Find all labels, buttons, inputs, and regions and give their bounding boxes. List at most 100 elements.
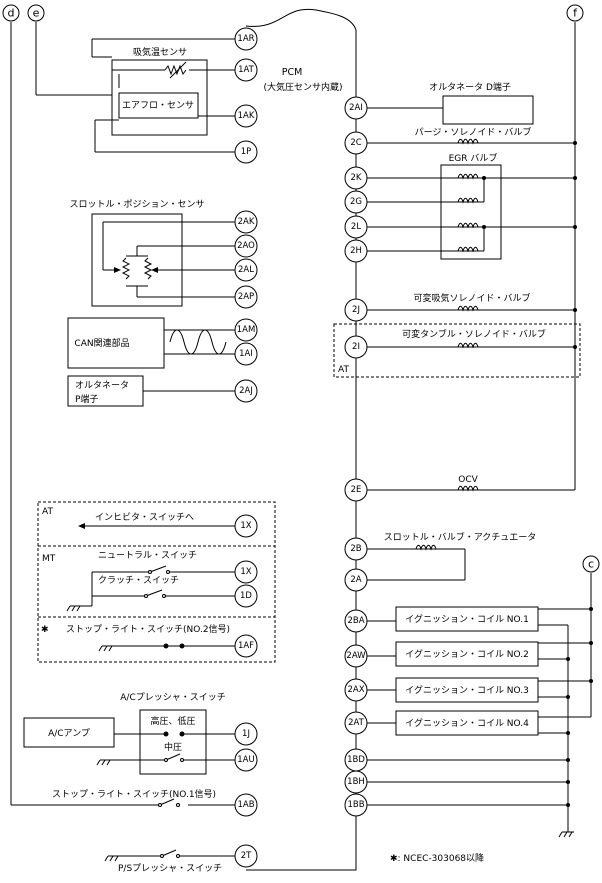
right-pin-label: 2AI [349, 103, 363, 113]
right-pin-label: 2C [350, 138, 361, 148]
right-pin-2i-7: 2I [344, 335, 368, 359]
ignition-coil-4-label: イグニッション・コイル NO.4 [405, 717, 529, 729]
connector-f-wire [356, 22, 576, 491]
variable-tumble-solenoid-label: 可変タンブル・ソレノイド・バルブ [402, 328, 546, 340]
svg-text:f: f [573, 7, 578, 20]
connector-e: e [27, 4, 45, 22]
neutral-switch-label: ニュートラル・スイッチ [98, 550, 197, 561]
variable-intake-solenoid-label: 可変吸気ソレノイド・バルブ [413, 292, 530, 304]
right-pin-2at-14: 2AT [344, 711, 368, 735]
at-label-right: AT [338, 365, 349, 375]
ignition-coil-3 [395, 677, 539, 703]
right-pin-label: 1BD [347, 755, 365, 765]
ocv-label: OCV [458, 475, 478, 485]
connector-c-wire [538, 573, 593, 718]
left-pin-2ap-7: 2AP [234, 285, 258, 309]
ps-pressure-switch [104, 849, 246, 862]
right-pin-2j-6: 2J [344, 298, 368, 322]
svg-text:c: c [588, 558, 594, 571]
right-pin-2ba-11: 2BA [344, 609, 368, 633]
left-pin-1ab-17: 1AB [234, 793, 258, 817]
right-pin-label: 2K [351, 173, 362, 183]
left-pin-label: 1AR [237, 34, 254, 44]
right-pin-2l-4: 2L [344, 215, 368, 239]
right-pin-2e-8: 2E [344, 478, 368, 502]
right-pin-label: 2G [350, 197, 362, 207]
left-pin-label: 2AP [238, 292, 254, 302]
left-pin-label: 1X [240, 567, 251, 577]
left-pin-label: 1AI [239, 349, 253, 359]
ac-amp-label: A/Cアンプ [48, 728, 90, 739]
right-pin-2a-10: 2A [344, 568, 368, 592]
left-pin-1d-13: 1D [234, 584, 258, 608]
inhibitor-switch-label: インヒビタ・スイッチへ [95, 512, 194, 523]
right-pin-2c-1: 2C [344, 131, 368, 155]
right-pin-label: 2AX [347, 685, 364, 695]
purge-solenoid-wire [356, 138, 577, 145]
left-pin-1p-3: 1P [234, 140, 258, 164]
throttle-actuator-label: スロットル・バルブ・アクチュエータ [384, 531, 537, 543]
left-pin-label: 2AK [238, 217, 255, 227]
left-pin-1ar-0: 1AR [234, 27, 258, 51]
can-parts-label: CAN関連部品 [74, 337, 129, 349]
mid-pressure-label: 中圧 [164, 741, 182, 753]
left-pin-label: 2AL [238, 265, 254, 275]
right-pin-2b-9: 2B [344, 537, 368, 561]
right-pin-1bd-15: 1BD [344, 748, 368, 772]
right-pin-label: 2H [350, 246, 362, 256]
stop-light-switch-no1 [158, 798, 180, 807]
ignition-coil-1-label: イグニッション・コイル NO.1 [405, 613, 529, 625]
left-pin-1am-8: 1AM [234, 318, 258, 342]
throttle-actuator-wire [356, 544, 466, 581]
ignition-coil-2 [395, 641, 539, 667]
left-pin-label: 1AF [238, 641, 254, 651]
left-pin-1at-1: 1AT [234, 58, 258, 82]
high-low-pressure-label: 高圧、低圧 [150, 715, 195, 727]
ignition-coil-3-label: イグニッション・コイル NO.3 [405, 684, 529, 696]
left-pin-label: 2AO [237, 241, 255, 251]
connector-f: f [566, 4, 584, 22]
left-pin-2ao-5: 2AO [234, 234, 258, 258]
left-pin-label: 1P [241, 147, 252, 157]
left-pin-label: 1AU [237, 755, 254, 765]
right-pin-1bh-16: 1BH [344, 770, 368, 794]
at-label: AT [42, 507, 53, 517]
clutch-switch-label: クラッチ・スイッチ [98, 575, 179, 586]
right-pin-group: 2AI2C2K2G2L2H2J2I2E2B2A2BA2AW2AX2AT1BD1B… [344, 96, 368, 817]
left-pin-label: 1AM [237, 325, 256, 335]
left-pin-2t-18: 2T [234, 844, 258, 868]
connector-e-wire [35, 22, 119, 96]
right-pin-label: 2B [350, 544, 361, 554]
right-pin-2k-2: 2K [344, 166, 368, 190]
left-pin-group: 1AR1AT1AK1P2AK2AO2AL2AP1AM1AI2AJ1X1X1D1A… [234, 27, 258, 868]
left-pin-2aj-10: 2AJ [234, 379, 258, 403]
intake-air-sensor-block [91, 38, 246, 153]
variable-intake-solenoid-wire [356, 305, 577, 312]
left-pin-label: 1AK [238, 111, 255, 121]
left-pin-1au-16: 1AU [234, 748, 258, 772]
egr-valve-block [356, 164, 577, 260]
right-pin-label: 2AT [348, 718, 365, 728]
ignition-coil-1 [395, 606, 539, 632]
left-pin-label: 1AB [237, 800, 254, 810]
right-pin-label: 1BH [347, 777, 365, 787]
right-pin-2ai-0: 2AI [344, 96, 368, 120]
alternator-p-label-1: オルタネータ [75, 380, 129, 391]
right-pin-label: 2A [350, 575, 361, 585]
ac-pressure-switch-block [23, 709, 246, 775]
throttle-position-sensor-block [91, 213, 246, 307]
right-pin-label: 2E [351, 485, 362, 495]
stop-light-switch-no2-label: ストップ・ライト・スイッチ(NO.2信号) [66, 623, 230, 635]
left-pin-2ak-4: 2AK [234, 210, 258, 234]
asterisk-label: ✱ [41, 625, 49, 635]
can-parts-block [67, 317, 246, 369]
connector-c: c [582, 555, 600, 573]
left-pin-1ak-2: 1AK [234, 104, 258, 128]
right-pin-label: 2J [352, 305, 360, 315]
mt-label: MT [42, 554, 56, 564]
footnote: ✱: NCEC-303068以降 [390, 852, 484, 864]
pcm-sublabel: (大気圧センサ内蔵) [263, 81, 342, 93]
pcm-outline [245, 8, 357, 871]
variable-tumble-region [333, 323, 581, 378]
left-pin-1af-14: 1AF [234, 634, 258, 658]
